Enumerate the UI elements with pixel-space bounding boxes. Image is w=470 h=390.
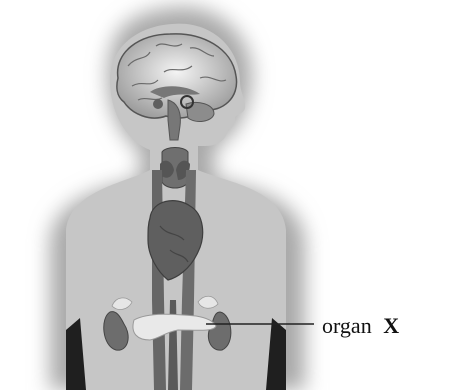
thyroid bbox=[160, 148, 190, 189]
organ-label-prefix: organ bbox=[322, 313, 372, 338]
organ-x-label: organ X bbox=[322, 313, 399, 338]
organ-label-letter: X bbox=[383, 313, 399, 338]
